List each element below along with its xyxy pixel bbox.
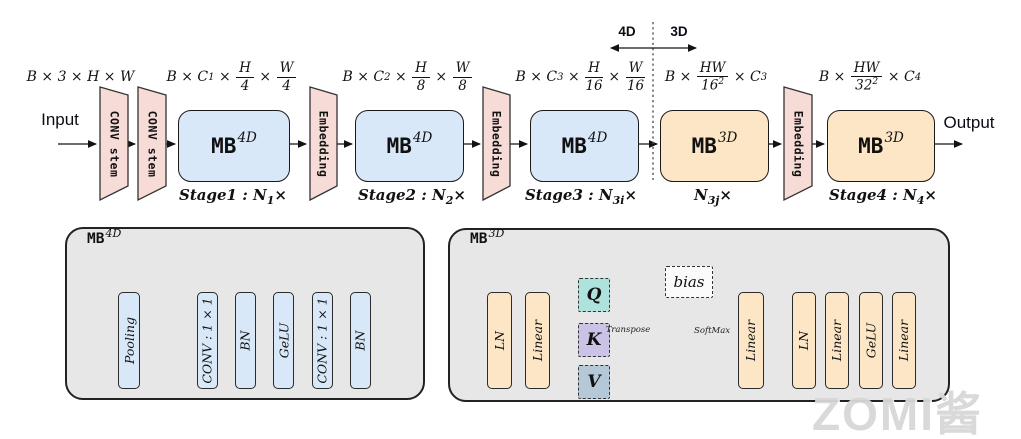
embedding-3: Embedding bbox=[784, 87, 812, 200]
key-box: K bbox=[578, 323, 610, 357]
conv1x1-label: CONV : 1 × 1 bbox=[315, 297, 331, 384]
output-label: Output bbox=[943, 113, 995, 132]
gelu-box-4d: GeLU bbox=[273, 292, 294, 389]
linear-box-1: Linear bbox=[525, 292, 550, 389]
linear-label: Linear bbox=[530, 319, 545, 362]
linear-box-2: Linear bbox=[738, 292, 764, 389]
conv1x1-label: CONV : 1 × 1 bbox=[200, 297, 216, 384]
dim-label-input: B × 3 × H × W bbox=[26, 69, 135, 85]
mb4d-panel-title-base: MB bbox=[87, 231, 105, 247]
ln-box-1: LN bbox=[487, 292, 512, 389]
mb4d-block-label: MB bbox=[211, 134, 237, 158]
gelu-box-3d: GeLU bbox=[859, 292, 883, 389]
conv-stem-2: CONV stem bbox=[138, 87, 166, 200]
mb3d-panel-title-sup: 3D bbox=[488, 227, 505, 240]
mb4d-block-sup: 4D bbox=[587, 130, 608, 146]
mb4d-block-label: MB bbox=[561, 134, 587, 158]
conv1x1-box-2: CONV : 1 × 1 bbox=[312, 292, 333, 389]
gelu-label: GeLU bbox=[276, 322, 292, 359]
bn-label: BN bbox=[353, 330, 368, 351]
linear-label: Linear bbox=[743, 319, 759, 362]
pooling-label: Pooling bbox=[121, 316, 137, 365]
ln-box-2: LN bbox=[792, 292, 816, 389]
linear-label: Linear bbox=[829, 319, 845, 362]
conv-stem-2-shape bbox=[137, 86, 167, 202]
ln-label: LN bbox=[796, 330, 812, 351]
stage1-label: Stage1 : N1× bbox=[179, 186, 287, 207]
conv-stem-1-shape bbox=[99, 86, 129, 202]
gelu-label: GeLU bbox=[863, 322, 879, 359]
query-box: Q bbox=[578, 278, 610, 312]
ln-label: LN bbox=[492, 330, 507, 351]
linear-box-4: Linear bbox=[892, 292, 916, 389]
embedding-1-label: Embedding bbox=[316, 110, 331, 177]
conv-stem-2-label: CONV stem bbox=[145, 110, 159, 177]
bn-label: BN bbox=[238, 330, 253, 351]
transpose-label: Transpose bbox=[605, 325, 651, 335]
embedding-2-shape bbox=[482, 86, 511, 202]
mb4d-block-sup: 4D bbox=[237, 130, 257, 146]
bn-box-2: BN bbox=[350, 292, 371, 389]
conv1x1-box-1: CONV : 1 × 1 bbox=[197, 292, 218, 389]
mb3d-block-sup: 3D bbox=[717, 130, 738, 146]
stage2-label: Stage2 : N2× bbox=[358, 186, 466, 207]
trapezoid-shapes bbox=[99, 86, 813, 202]
embedding-2-label: Embedding bbox=[489, 110, 504, 177]
conv-stem-1-label: CONV stem bbox=[107, 110, 121, 177]
embedding-1-shape bbox=[309, 86, 338, 202]
bias-box: bias bbox=[665, 266, 713, 298]
stage3-label: Stage3 : N3i× bbox=[524, 186, 638, 207]
embedding-1: Embedding bbox=[310, 87, 337, 200]
stage4-label: Stage4 : N4× bbox=[829, 186, 937, 207]
mb4d-panel-title-sup: 4D bbox=[105, 227, 122, 240]
embedding-3-shape bbox=[783, 86, 813, 202]
phase-3d-label: 3D bbox=[670, 24, 688, 39]
linear-label: Linear bbox=[896, 319, 912, 362]
mb4d-block-label: MB bbox=[386, 134, 412, 158]
embedding-2: Embedding bbox=[483, 87, 510, 200]
bn-box-1: BN bbox=[235, 292, 256, 389]
mb3d-block-label: MB bbox=[691, 134, 717, 158]
conv-stem-1: CONV stem bbox=[100, 87, 128, 200]
linear-box-3: Linear bbox=[825, 292, 849, 389]
phase-4d-label: 4D bbox=[618, 24, 636, 39]
mb3d-panel-title-base: MB bbox=[470, 231, 488, 247]
embedding-3-label: Embedding bbox=[791, 110, 805, 177]
mb3d-block-label: MB bbox=[858, 134, 884, 158]
mb3d-block-sup: 3D bbox=[884, 130, 904, 146]
phase-separator bbox=[609, 22, 698, 180]
n3j-label: N3j× bbox=[694, 186, 732, 207]
watermark: ZOMI酱 bbox=[812, 388, 983, 439]
input-label: Input bbox=[41, 110, 79, 129]
value-box: V bbox=[578, 365, 610, 399]
pooling-box: Pooling bbox=[118, 292, 140, 389]
mb4d-block-sup: 4D bbox=[412, 130, 433, 146]
softmax-label: SoftMax bbox=[694, 326, 731, 336]
